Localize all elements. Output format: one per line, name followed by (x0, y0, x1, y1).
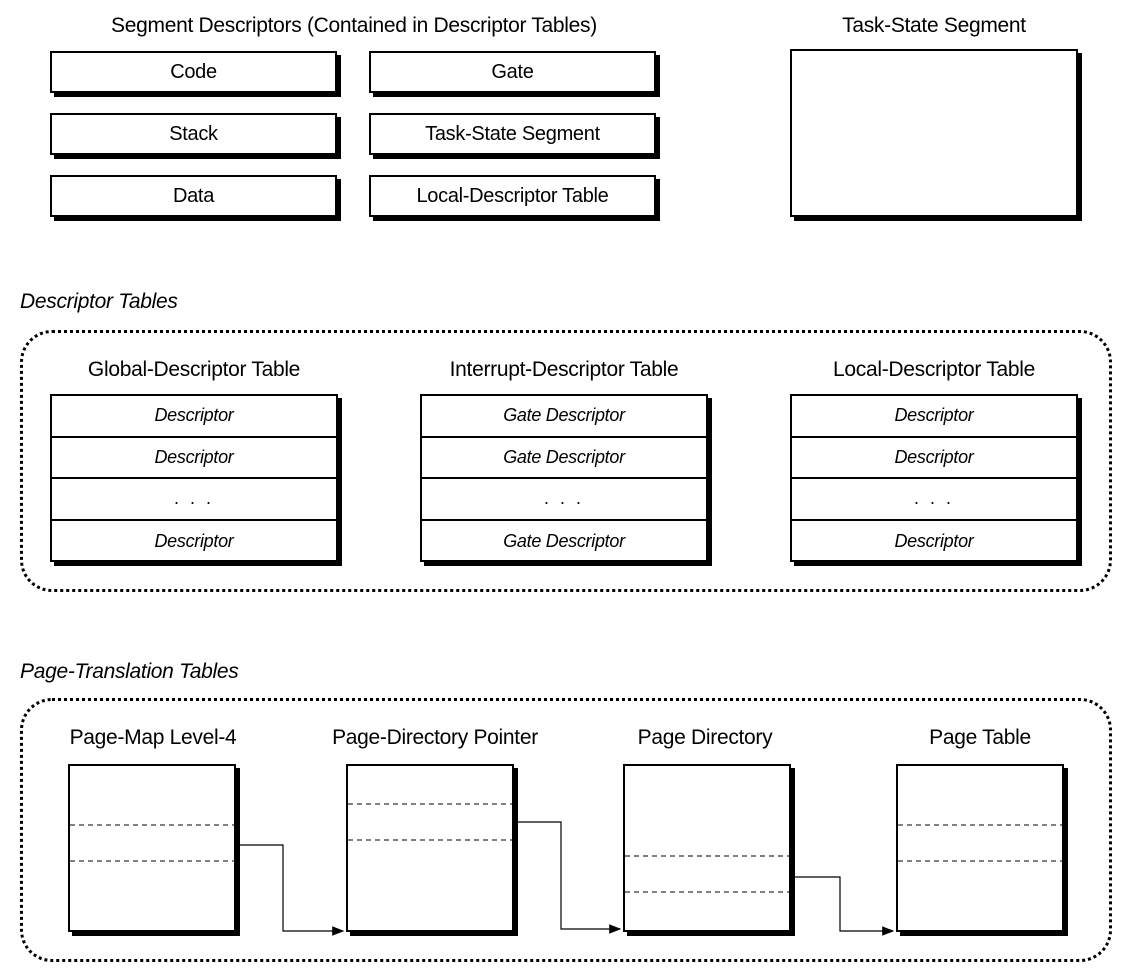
local-descriptor-table: Descriptor Descriptor . . . Descriptor (790, 394, 1078, 562)
segment-descriptor-stack: Stack (50, 113, 337, 155)
interrupt-descriptor-table: Gate Descriptor Gate Descriptor . . . Ga… (420, 394, 708, 562)
segment-descriptor-data: Data (50, 175, 337, 217)
pd-to-pt-arrow (793, 876, 895, 936)
page-directory-title: Page Directory (637, 726, 773, 749)
table-row: Descriptor (792, 438, 1076, 479)
table-row: Gate Descriptor (422, 396, 706, 438)
task-state-segment-title: Task-State Segment (842, 14, 1026, 37)
page-directory-pointer-table (346, 764, 514, 932)
table-row: Descriptor (52, 438, 336, 479)
table-row: Descriptor (154, 530, 234, 551)
segment-descriptor-gate: Gate (369, 51, 656, 93)
ldt-title: Local-Descriptor Table (833, 358, 1035, 381)
segment-descriptor-ldt: Local-Descriptor Table (369, 175, 656, 217)
table-row: Descriptor (792, 396, 1076, 438)
page-map-level-4-table (68, 764, 236, 932)
segment-descriptors-title: Segment Descriptors (Contained in Descri… (111, 14, 597, 37)
page-table-title: Page Table (929, 726, 1031, 749)
table-row: . . . (422, 479, 706, 521)
pdp-title: Page-Directory Pointer (332, 726, 538, 749)
table-row: . . . (52, 479, 336, 521)
page-table (896, 764, 1064, 932)
page-translation-region (20, 698, 1112, 962)
table-row: Gate Descriptor (503, 530, 625, 551)
descriptor-tables-region (20, 330, 1112, 592)
descriptor-tables-section-title: Descriptor Tables (20, 290, 178, 313)
segment-descriptor-tss: Task-State Segment (369, 113, 656, 155)
pml4-to-pdp-arrow (238, 844, 345, 936)
table-row: Gate Descriptor (422, 438, 706, 479)
pdp-to-pd-arrow (516, 821, 622, 934)
page-directory-table (623, 764, 791, 932)
table-row: Descriptor (52, 396, 336, 438)
table-row: . . . (792, 479, 1076, 521)
task-state-segment-box (790, 49, 1078, 217)
table-row: Descriptor (894, 530, 974, 551)
idt-title: Interrupt-Descriptor Table (449, 358, 679, 381)
gdt-title: Global-Descriptor Table (87, 358, 301, 381)
global-descriptor-table: Descriptor Descriptor . . . Descriptor (50, 394, 338, 562)
page-translation-section-title: Page-Translation Tables (20, 660, 239, 683)
segment-descriptor-code: Code (50, 51, 337, 93)
pml4-title: Page-Map Level-4 (69, 726, 237, 749)
